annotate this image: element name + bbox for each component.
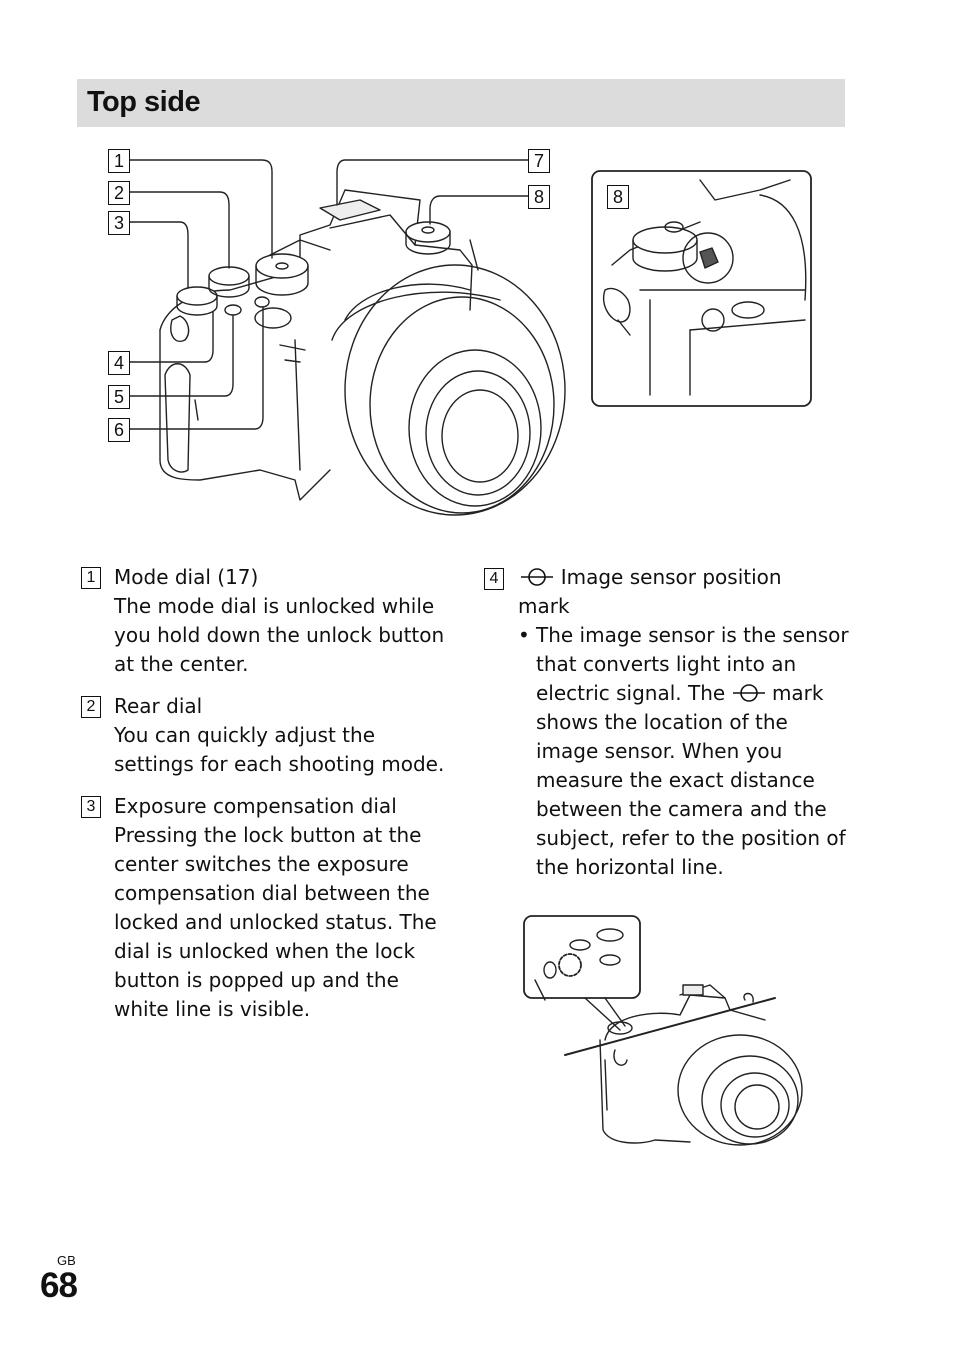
right-column: 4 Image sensor position mark • The image… bbox=[482, 563, 854, 895]
bullet-item: • The image sensor is the sensor that co… bbox=[518, 621, 854, 882]
item-title: Rear dial bbox=[114, 694, 203, 718]
callout-3: 3 bbox=[108, 211, 130, 235]
region-label: GB bbox=[57, 1253, 76, 1268]
item-title: Mode dial (17) bbox=[114, 565, 259, 589]
callout-5: 5 bbox=[108, 385, 130, 409]
item-4: 4 Image sensor position mark • The image… bbox=[482, 563, 854, 882]
item-1: 1 Mode dial (17) The mode dial is unlock… bbox=[78, 563, 458, 679]
item-title-second: mark bbox=[518, 594, 570, 618]
image-sensor-position-mark-icon bbox=[732, 684, 765, 702]
callout-2: 2 bbox=[108, 181, 130, 205]
bullet-text-part1: The image sensor is the sensor that conv… bbox=[536, 623, 849, 705]
item-description: The mode dial is unlocked while you hold… bbox=[114, 594, 445, 676]
item-number: 1 bbox=[81, 567, 101, 589]
item-description: You can quickly adjust the settings for … bbox=[114, 723, 445, 776]
sensor-position-illustration bbox=[523, 915, 803, 1146]
callout-4: 4 bbox=[108, 351, 130, 375]
section-header: Top side bbox=[77, 79, 845, 127]
page-number: 68 bbox=[40, 1266, 78, 1305]
left-column: 1 Mode dial (17) The mode dial is unlock… bbox=[78, 563, 458, 1037]
image-sensor-position-mark-icon bbox=[521, 568, 554, 586]
callout-8: 8 bbox=[528, 185, 550, 209]
item-number: 4 bbox=[484, 568, 504, 590]
callout-7: 7 bbox=[528, 149, 550, 173]
page-title: Top side bbox=[87, 86, 201, 118]
item-title-first: Image sensor position bbox=[560, 565, 782, 589]
item-3: 3 Exposure compensation dial Pressing th… bbox=[78, 792, 458, 1024]
callout-1: 1 bbox=[108, 149, 130, 173]
camera-top-illustration bbox=[129, 159, 812, 516]
item-number: 3 bbox=[81, 796, 101, 818]
item-description: Pressing the lock button at the center s… bbox=[114, 823, 437, 1021]
callout-8-inset: 8 bbox=[607, 185, 629, 209]
bullet-text-part2: mark shows the location of the image sen… bbox=[536, 681, 846, 879]
item-title: Exposure compensation dial bbox=[114, 794, 397, 818]
callout-6: 6 bbox=[108, 418, 130, 442]
bullet-dot: • bbox=[518, 623, 530, 647]
item-number: 2 bbox=[81, 696, 101, 718]
item-2: 2 Rear dial You can quickly adjust the s… bbox=[78, 692, 458, 779]
